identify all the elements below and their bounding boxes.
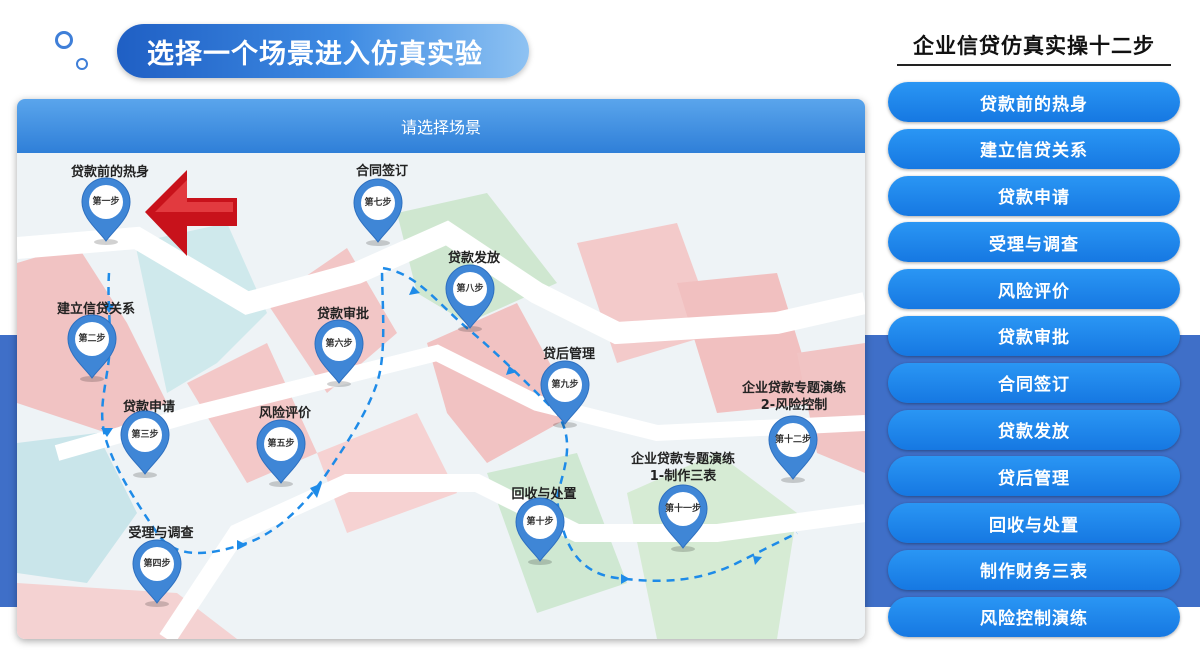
menu-item-12[interactable]: 风险控制演练 [888, 596, 1180, 637]
step-badge-2: 第二步 [78, 334, 106, 344]
menu-item-9[interactable]: 贷后管理 [888, 456, 1180, 497]
menu-item-2[interactable]: 建立信贷关系 [888, 128, 1180, 169]
step-badge-11: 第十一步 [664, 504, 701, 514]
menu-item-7[interactable]: 合同签订 [888, 362, 1180, 403]
step-badge-12: 第十二步 [774, 435, 811, 445]
step-badge-1: 第一步 [92, 197, 120, 207]
step-label-4: 受理与调查 [128, 526, 194, 541]
step-badge-4: 第四步 [143, 559, 171, 569]
step-label-10: 回收与处置 [511, 487, 577, 502]
menu-item-8[interactable]: 贷款发放 [888, 409, 1180, 450]
step-label-3: 贷款申请 [122, 400, 175, 415]
step-badge-6: 第六步 [325, 339, 353, 349]
step-pin-5[interactable]: 第五步 [253, 416, 309, 487]
step-label-1: 贷款前的热身 [70, 165, 149, 180]
menu-item-5[interactable]: 风险评价 [888, 269, 1180, 310]
step-pin-8[interactable]: 第八步 [442, 261, 498, 332]
step-pin-12[interactable]: 第十二步 [765, 412, 821, 483]
step-label-11: 企业贷款专题演练1-制作三表 [630, 452, 735, 484]
menu-item-10[interactable]: 回收与处置 [888, 503, 1180, 544]
step-badge-9: 第九步 [551, 380, 579, 390]
step-label-2: 建立信贷关系 [56, 302, 135, 317]
step-pin-11[interactable]: 第十一步 [655, 481, 711, 552]
step-pin-4[interactable]: 第四步 [129, 536, 185, 607]
step-badge-7: 第七步 [364, 198, 392, 208]
step-label-6: 贷款审批 [316, 307, 369, 322]
step-pin-6[interactable]: 第六步 [311, 316, 367, 387]
step-pin-1[interactable]: 第一步 [78, 174, 134, 245]
step-pin-2[interactable]: 第二步 [64, 311, 120, 382]
menu-item-1[interactable]: 贷款前的热身 [888, 82, 1180, 122]
step-pin-9[interactable]: 第九步 [537, 357, 593, 428]
sidebar-menu: 贷款前的热身 建立信贷关系 贷款申请 受理与调查 风险评价 贷款审批 合同签订 … [888, 82, 1180, 644]
step-pin-3[interactable]: 第三步 [117, 407, 173, 478]
page-title: 选择一个场景进入仿真实验 [117, 24, 529, 78]
sidebar-title: 企业信贷仿真实操十二步 [897, 30, 1171, 66]
decor-circle-icon [55, 31, 73, 49]
step-label-8: 贷款发放 [447, 251, 500, 266]
decor-circle-small-icon [76, 58, 88, 70]
start-arrow-icon [145, 170, 237, 256]
step-badge-5: 第五步 [267, 439, 295, 449]
step-badge-8: 第八步 [456, 284, 484, 294]
step-badge-3: 第三步 [131, 430, 159, 440]
menu-item-4[interactable]: 受理与调查 [888, 222, 1180, 263]
step-label-12: 企业贷款专题演练2-风险控制 [741, 381, 846, 413]
step-label-9: 贷后管理 [542, 347, 595, 362]
menu-item-3[interactable]: 贷款申请 [888, 175, 1180, 216]
step-badge-10: 第十步 [526, 517, 554, 527]
step-pin-7[interactable]: 第七步 [350, 175, 406, 246]
step-label-5: 风险评价 [258, 406, 311, 421]
step-label-7: 合同签订 [355, 164, 408, 179]
menu-item-6[interactable]: 贷款审批 [888, 315, 1180, 356]
panel-title: 请选择场景 [17, 99, 865, 153]
menu-item-11[interactable]: 制作财务三表 [888, 549, 1180, 590]
step-pin-10[interactable]: 第十步 [512, 494, 568, 565]
